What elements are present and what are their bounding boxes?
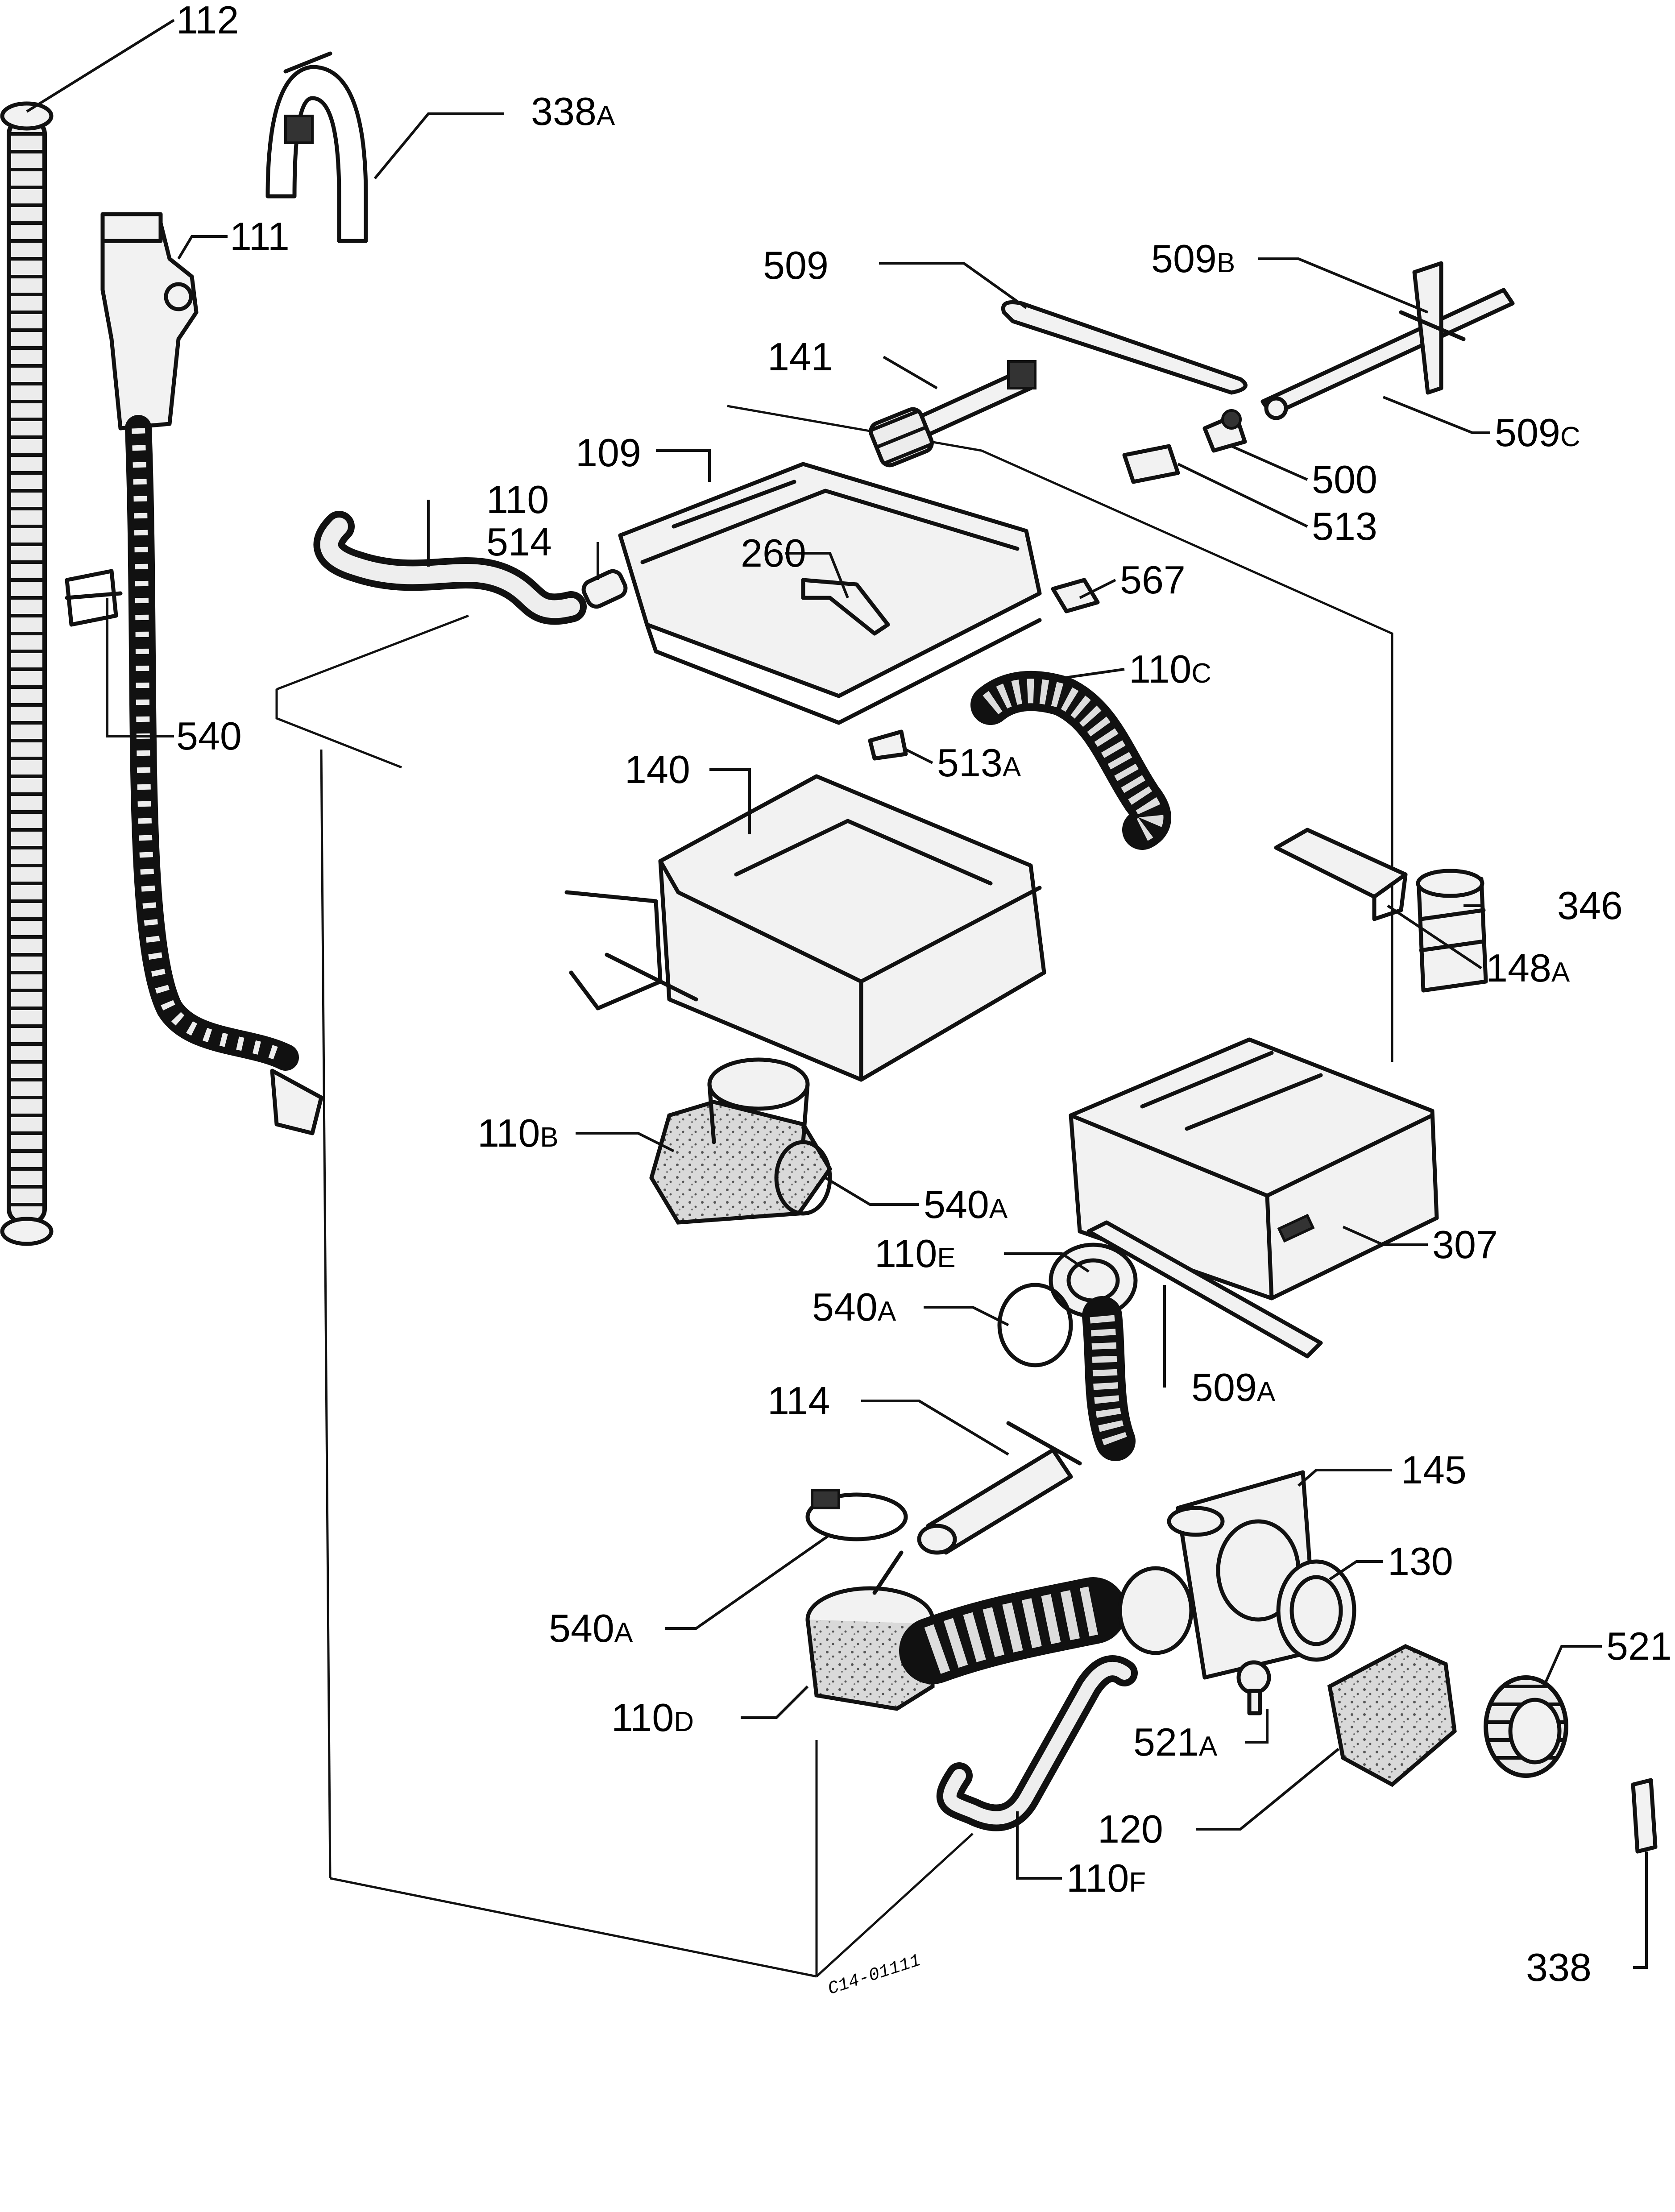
label-509a: 509A: [1191, 1365, 1276, 1409]
hose-110f: [936, 1655, 1138, 1831]
label-260: 260: [741, 531, 806, 575]
label-141: 141: [767, 335, 833, 379]
label-114: 114: [767, 1379, 830, 1423]
bracket-509b: [1399, 261, 1466, 395]
bracket-148a: [1274, 828, 1408, 921]
pump-housing-145: [1118, 1470, 1318, 1680]
label-110d: 110D: [611, 1695, 694, 1740]
label-540a-2: 540A: [812, 1285, 896, 1329]
label-110c: 110C: [1129, 647, 1211, 691]
pump-cap-521: [1484, 1675, 1568, 1778]
inlet-valve-111: [100, 212, 323, 1135]
label-148a: 148A: [1486, 946, 1570, 990]
label-110e: 110E: [875, 1231, 956, 1276]
label-567: 567: [1120, 558, 1186, 602]
label-514: 514: [486, 520, 552, 564]
nut-567: [1051, 578, 1100, 613]
hose-guide-338a: [265, 51, 368, 243]
hose-110e: [1049, 1243, 1138, 1461]
inlet-hose-112: [0, 101, 54, 1246]
leader-lines: [26, 19, 1648, 1969]
label-110f: 110F: [1066, 1856, 1146, 1900]
tube-114: [917, 1421, 1082, 1555]
hose-110b: [649, 1057, 833, 1225]
cabinet-outline: [275, 405, 1393, 1978]
hose-110: [313, 511, 587, 625]
label-112: 112: [176, 0, 239, 42]
label-338a: 338A: [531, 89, 615, 133]
label-346: 346: [1557, 883, 1623, 928]
label-500: 500: [1312, 457, 1377, 501]
clip-513a: [868, 729, 908, 761]
label-509b: 509B: [1151, 236, 1235, 281]
label-120: 120: [1098, 1807, 1163, 1851]
hose-110c: [970, 671, 1171, 850]
rod-509a: [1086, 1220, 1323, 1359]
label-513a: 513A: [937, 741, 1021, 785]
sleeve-346: [1416, 869, 1488, 993]
label-307: 307: [1432, 1222, 1498, 1267]
rod-141: [869, 360, 1037, 468]
clip-540: [65, 569, 123, 627]
clip-338: [1631, 1778, 1658, 1854]
label-521a: 521A: [1133, 1720, 1218, 1764]
part-labels: 112 338A 111 509 509B 141 509C 109 500 1…: [176, 0, 1672, 2000]
latch-260: [801, 578, 890, 636]
connector-514: [581, 569, 628, 609]
label-338: 338: [1526, 1945, 1592, 1989]
label-540a-1: 540A: [924, 1182, 1008, 1226]
clamp-540a-3: [805, 1489, 908, 1541]
label-509c: 509C: [1495, 410, 1580, 455]
label-130: 130: [1388, 1539, 1453, 1583]
seal-130: [1276, 1559, 1356, 1662]
dispenser-housing-140: [564, 774, 1046, 1082]
filter-120: [1327, 1644, 1457, 1787]
clamp-540a-1: [774, 1140, 832, 1216]
label-145: 145: [1401, 1448, 1467, 1492]
drawing-code: C14-01111: [825, 1951, 923, 2000]
label-509: 509: [763, 243, 829, 287]
label-140: 140: [625, 747, 690, 791]
clamp-540a-2: [997, 1283, 1073, 1367]
label-111: 111: [230, 214, 290, 258]
hose-110d: [805, 1550, 1127, 1711]
label-110b: 110B: [477, 1111, 559, 1155]
label-513: 513: [1312, 504, 1377, 548]
label-521: 521: [1606, 1624, 1672, 1668]
micro-valve-500: [1202, 409, 1247, 453]
detergent-drawer-307: [1069, 1037, 1439, 1301]
lever-509: [1001, 300, 1248, 395]
label-110: 110: [486, 477, 549, 522]
dispenser-cover-109: [618, 462, 1042, 725]
screw-521a: [1236, 1660, 1271, 1715]
fitting-513: [1122, 444, 1180, 484]
label-109: 109: [576, 431, 641, 475]
label-540: 540: [176, 714, 242, 758]
label-540a-3: 540A: [549, 1606, 633, 1650]
